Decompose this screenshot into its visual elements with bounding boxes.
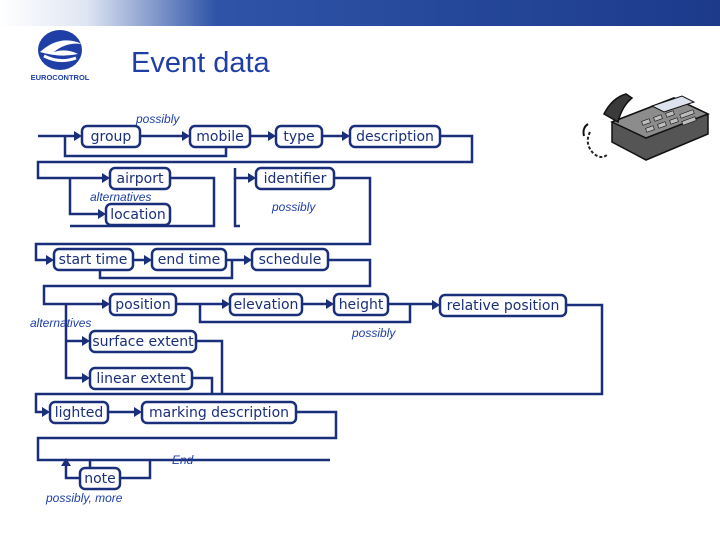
- box-start-time: start time: [52, 247, 135, 272]
- svg-text:description: description: [356, 129, 434, 145]
- svg-text:schedule: schedule: [259, 252, 322, 268]
- box-relative-position: relative position: [438, 293, 568, 318]
- svg-text:mobile: mobile: [196, 129, 243, 145]
- annotation-end: End: [172, 453, 194, 467]
- box-linear-extent: linear extent: [88, 366, 194, 391]
- box-identifier: identifier: [254, 166, 336, 191]
- box-airport: airport: [108, 166, 172, 191]
- box-location: location: [104, 202, 172, 227]
- svg-text:airport: airport: [117, 171, 164, 187]
- box-elevation: elevation: [228, 292, 304, 317]
- box-type: type: [274, 124, 324, 149]
- svg-text:identifier: identifier: [264, 171, 327, 187]
- svg-text:location: location: [110, 207, 166, 223]
- box-position: position: [108, 292, 178, 317]
- telephone-icon: [582, 93, 710, 161]
- svg-text:start time: start time: [59, 252, 128, 268]
- logo-text: EUROCONTROL: [31, 73, 90, 82]
- annotation-possibly-identifier: possibly: [271, 200, 316, 214]
- box-mobile: mobile: [188, 124, 252, 149]
- page-title: Event data: [131, 47, 270, 79]
- header-bar: [0, 0, 720, 26]
- annotation-possibly-more: possibly, more: [45, 491, 123, 505]
- diagram-arrows: [42, 131, 440, 466]
- box-group: group: [80, 124, 142, 149]
- eurocontrol-logo: EUROCONTROL: [31, 30, 90, 82]
- annotation-possibly-height: possibly: [351, 326, 396, 340]
- svg-text:linear extent: linear extent: [96, 371, 186, 387]
- svg-text:surface extent: surface extent: [92, 334, 194, 350]
- svg-text:group: group: [91, 129, 132, 145]
- box-lighted: lighted: [48, 400, 110, 425]
- svg-text:type: type: [283, 129, 314, 145]
- svg-text:height: height: [339, 297, 384, 313]
- box-end-time: end time: [150, 247, 228, 272]
- svg-text:position: position: [115, 297, 170, 313]
- box-description: description: [348, 124, 442, 149]
- annotation-alternatives-location: alternatives: [90, 190, 151, 204]
- box-schedule: schedule: [250, 247, 330, 272]
- svg-text:elevation: elevation: [234, 297, 299, 313]
- box-marking-description: marking description: [140, 400, 298, 425]
- svg-text:marking description: marking description: [149, 405, 289, 421]
- annotation-alternatives-extent: alternatives: [30, 316, 91, 330]
- annotation-possibly-mobile: possibly: [135, 112, 180, 126]
- box-surface-extent: surface extent: [88, 329, 198, 354]
- svg-text:relative position: relative position: [447, 298, 560, 314]
- svg-text:end time: end time: [158, 252, 220, 268]
- box-note: note: [78, 466, 122, 491]
- svg-text:lighted: lighted: [55, 405, 104, 421]
- svg-text:note: note: [84, 471, 116, 487]
- box-height: height: [332, 292, 390, 317]
